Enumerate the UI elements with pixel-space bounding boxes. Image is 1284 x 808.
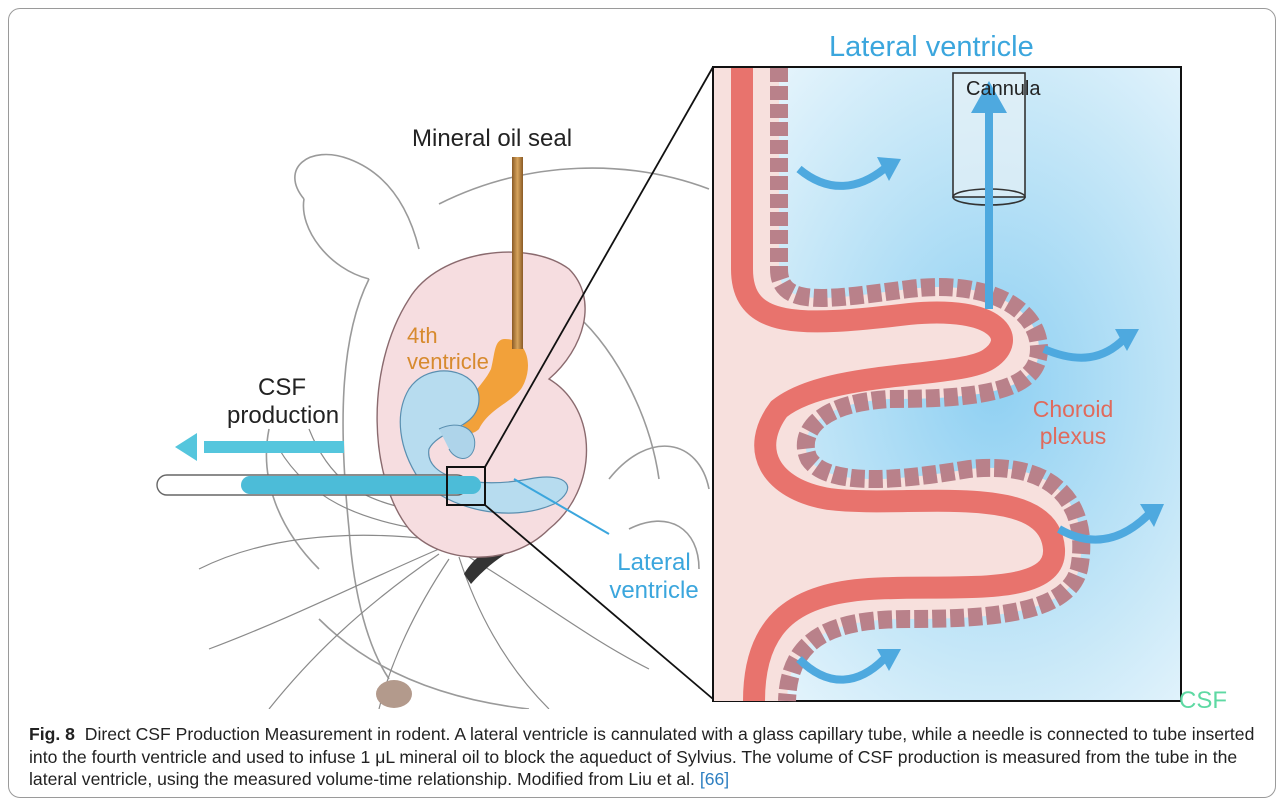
mineral-oil-tube xyxy=(512,157,523,349)
fourth-ventricle-label: 4th ventricle xyxy=(407,323,497,375)
figure-caption: Fig. 8 Direct CSF Production Measurement… xyxy=(29,723,1265,791)
caption-text: Direct CSF Production Measurement in rod… xyxy=(29,724,1254,789)
figure-number: Fig. 8 xyxy=(29,724,75,744)
figure-frame: Lateral ventricle Cannula Mineral oil se… xyxy=(8,8,1276,798)
mouse-nose xyxy=(376,680,412,708)
cannula-label: Cannula xyxy=(966,79,1041,99)
csf-tube-fill xyxy=(241,476,481,494)
inset-panel xyxy=(713,67,1181,701)
mineral-oil-seal-label: Mineral oil seal xyxy=(412,127,572,151)
csf-production-label: CSF production xyxy=(227,374,337,430)
csf-label: CSF xyxy=(1179,689,1227,713)
reference-link[interactable]: [66] xyxy=(700,769,729,789)
choroid-plexus-label: Choroid plexus xyxy=(1023,396,1123,450)
lateral-ventricle-label: Lateral ventricle xyxy=(599,549,709,605)
lateral-ventricle-title: Lateral ventricle xyxy=(829,33,1034,62)
